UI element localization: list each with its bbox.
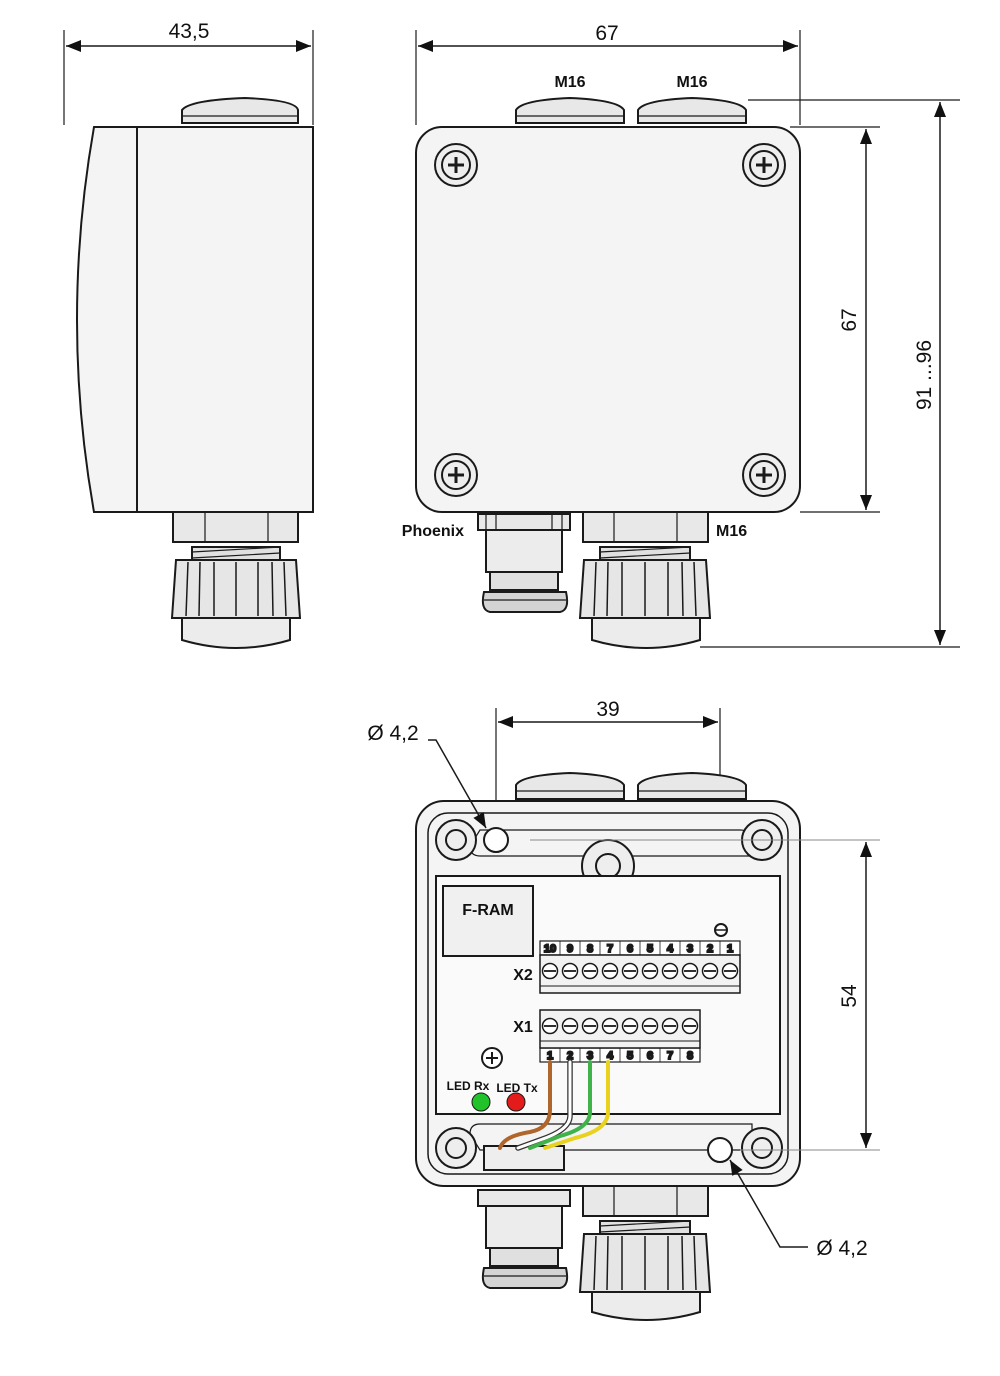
wire-harness (498, 1059, 610, 1151)
bottom-gland-label: M16 (716, 523, 747, 540)
hole-top-leader (428, 739, 487, 829)
front-housing (415, 126, 801, 513)
x2-pin-label: 10 (544, 943, 556, 955)
side-housing-body (76, 126, 314, 513)
x1-pin-label: 2 (567, 1050, 573, 1062)
x1-pin-label: 3 (587, 1050, 593, 1062)
x2-pin-label: 2 (707, 943, 713, 955)
led-tx-indicator (506, 1092, 526, 1112)
hole-bottom-leader (729, 1159, 808, 1248)
fram-module-label: F-RAM (462, 902, 514, 919)
phoenix-connector-cap (481, 591, 569, 613)
x2-pin-label: 7 (607, 943, 613, 955)
front-bottom-gland-dome (591, 617, 701, 649)
x1-pin-label: 8 (687, 1050, 693, 1062)
led-rx-indicator (471, 1092, 491, 1112)
phoenix-label: Phoenix (402, 523, 464, 540)
x2-pin-label: 9 (567, 943, 573, 955)
side-width-label: 43,5 (169, 20, 210, 43)
mounting-hole-bottom (707, 1137, 733, 1163)
led-tx-label: LED Tx (496, 1081, 538, 1095)
front-bottom-gland-nut (582, 511, 709, 543)
front-height-label: 67 (838, 308, 861, 331)
x2-pin-label: 3 (687, 943, 693, 955)
vertical-spacing-label: 54 (838, 984, 861, 1008)
wire-brown (498, 1060, 552, 1150)
x2-pin-label: 8 (587, 943, 593, 955)
wire-yellow (543, 1060, 610, 1150)
phoenix-connector-body (485, 529, 563, 573)
side-gland-dome (181, 617, 291, 649)
x2-pin-label: 4 (667, 943, 674, 955)
side-top-gland-cap (181, 96, 299, 124)
corner-boss-top-left (435, 819, 477, 861)
interior-bottom-gland-nut (582, 1185, 709, 1217)
hole-spacing-label: 39 (596, 698, 619, 721)
terminal-x2-label: X2 (513, 967, 533, 984)
phoenix-connector-flange (477, 513, 571, 531)
x2-pin-label: 5 (647, 943, 653, 955)
corner-boss-bottom-right (741, 1127, 783, 1169)
side-gland-nut (172, 511, 299, 543)
front-screw-top-right (742, 143, 786, 187)
x1-pin-label: 5 (627, 1050, 633, 1062)
front-top-gland-right (637, 96, 747, 124)
hole-top-label: Ø 4,2 (367, 722, 418, 745)
corner-boss-bottom-left (435, 1127, 477, 1169)
x1-pin-label: 7 (667, 1050, 673, 1062)
x2-pin-label: 6 (627, 943, 633, 955)
total-height-label: 91 ...96 (913, 340, 936, 410)
x1-pin-label: 6 (647, 1050, 653, 1062)
x1-pin-label: 4 (607, 1050, 614, 1062)
wire-white (516, 1060, 572, 1150)
hole-bottom-label: Ø 4,2 (816, 1237, 867, 1260)
fram-module (442, 885, 534, 957)
terminal-block-x2: 10 9 8 7 6 5 4 3 2 1 (539, 940, 741, 994)
wire-green (528, 1060, 592, 1150)
front-screw-bottom-right (742, 453, 786, 497)
terminal-block-x1: 1 2 3 4 5 6 7 8 (539, 1009, 701, 1063)
x1-pin-label: 1 (547, 1050, 553, 1062)
interior-phoenix-connector (485, 1205, 563, 1249)
gland-left-label: M16 (554, 74, 585, 91)
front-screw-top-left (434, 143, 478, 187)
gland-right-label: M16 (676, 74, 707, 91)
side-view (63, 30, 314, 649)
terminal-x1-label: X1 (513, 1019, 533, 1036)
x2-pin-label: 1 (727, 943, 733, 955)
mounting-hole-top (483, 827, 509, 853)
front-width-label: 67 (595, 22, 618, 45)
front-top-gland-left (515, 96, 625, 124)
led-rx-label: LED Rx (447, 1079, 490, 1093)
front-screw-bottom-left (434, 453, 478, 497)
phoenix-connector-plate (483, 1145, 565, 1171)
front-view (415, 30, 960, 649)
